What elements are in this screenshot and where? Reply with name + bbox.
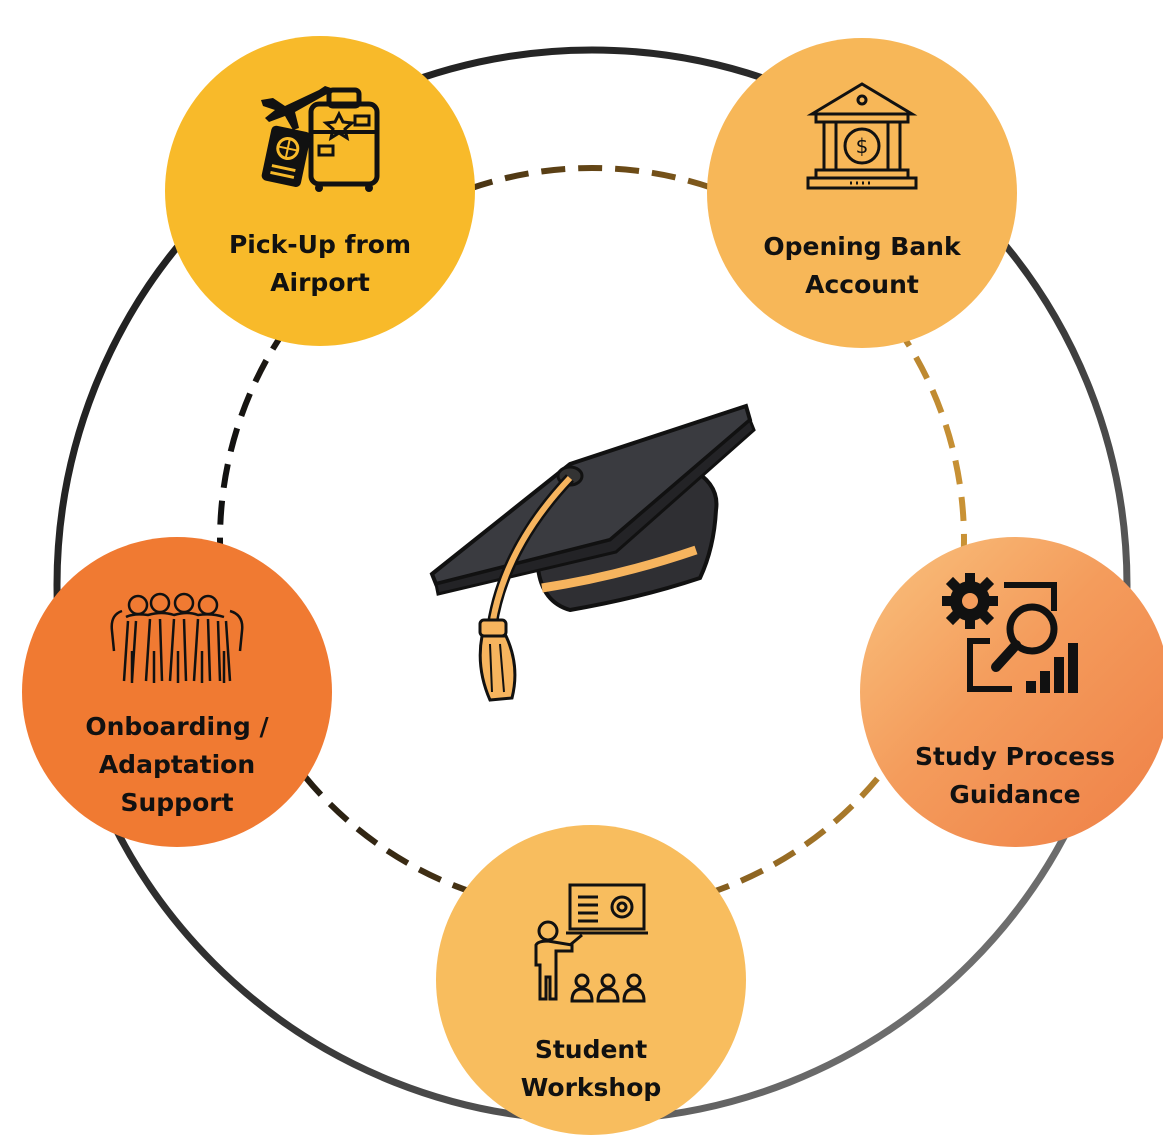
airport-pickup-label: Pick-Up from Airport	[228, 230, 412, 297]
bank-account-label: Opening Bank Account	[763, 232, 961, 299]
gear-magnifier-chart-icon	[860, 571, 1163, 711]
bank-account-node[interactable]: $ Opening Bank Account	[707, 38, 1017, 348]
airplane-luggage-passport-icon	[165, 72, 475, 192]
teacher-presentation-icon	[436, 881, 746, 1005]
graduation-cap-icon	[420, 398, 760, 712]
onboarding-support-label: Onboarding / Adaptation Support	[85, 712, 269, 817]
bank-building-dollar-icon: $	[707, 78, 1017, 194]
svg-text:$: $	[856, 134, 869, 158]
onboarding-support-node[interactable]: Onboarding / Adaptation Support	[22, 537, 332, 847]
inner-dashed-ring	[217, 165, 967, 915]
student-workshop-node[interactable]: Student Workshop	[436, 825, 746, 1135]
student-workshop-label: Student Workshop	[520, 1035, 662, 1102]
group-of-people-icon	[22, 591, 332, 687]
study-guidance-node[interactable]: Study Process Guidance	[860, 537, 1163, 847]
airport-pickup-node[interactable]: Pick-Up from Airport	[165, 36, 475, 346]
study-guidance-label: Study Process Guidance	[914, 742, 1115, 809]
